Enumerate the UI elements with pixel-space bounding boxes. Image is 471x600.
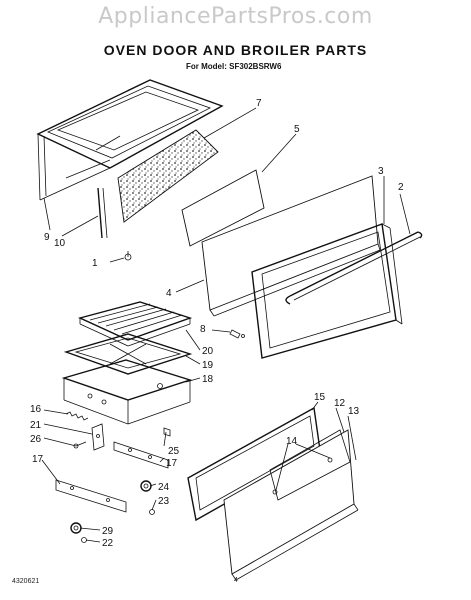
bracket: [91, 423, 105, 451]
door-hinge: [97, 187, 108, 239]
drawer-slide: [113, 441, 169, 469]
callout-15: 15: [314, 392, 326, 403]
callout-1: 1: [92, 258, 98, 269]
callout-14: 14: [286, 436, 298, 447]
drawer-slide: [55, 479, 127, 513]
spring: [65, 411, 89, 421]
screw: [149, 509, 155, 515]
broiler-door-outer: [223, 429, 359, 581]
callout-5: 5: [294, 124, 300, 135]
outer-door-panel: [201, 175, 381, 317]
broiler-grid: [77, 301, 193, 347]
broiler-door-trim: [269, 429, 351, 501]
callout-21: 21: [30, 420, 42, 431]
callout-18: 18: [202, 374, 214, 385]
callout-7: 7: [256, 98, 262, 109]
callout-9: 9: [44, 232, 50, 243]
callout-12: 12: [334, 398, 346, 409]
clip: [163, 427, 171, 437]
callout-25: 25: [168, 446, 180, 457]
callout-17b: 17: [166, 458, 178, 469]
callout-19: 19: [202, 360, 214, 371]
roller: [70, 522, 82, 534]
callout-13: 13: [348, 406, 360, 417]
callout-29: 29: [102, 526, 114, 537]
callout-16: 16: [30, 404, 42, 415]
inner-door-frame: [36, 79, 224, 201]
model-number: For Model: SF302BSRW6: [186, 62, 282, 71]
watermark: AppliancePartsPros.com: [98, 4, 373, 29]
roller: [140, 480, 152, 492]
callout-22: 22: [102, 538, 114, 549]
clip: [229, 329, 245, 339]
callout-8: 8: [200, 324, 206, 335]
callout-17a: 17: [32, 454, 44, 465]
door-glass: [181, 169, 265, 247]
callout-23: 23: [158, 496, 170, 507]
page-title: OVEN DOOR AND BROILER PARTS: [103, 42, 368, 58]
callout-24: 24: [158, 482, 170, 493]
callout-26: 26: [30, 434, 42, 445]
callout-2: 2: [398, 182, 404, 193]
outer-door-frame: [251, 223, 403, 359]
screw: [81, 537, 87, 543]
door-handle: [285, 231, 423, 305]
callout-10: 10: [54, 238, 66, 249]
callout-4: 4: [166, 288, 172, 299]
broiler-drawer: [61, 359, 193, 425]
callout-3: 3: [378, 166, 384, 177]
screw: [124, 251, 132, 261]
page-number: 4: [234, 577, 238, 584]
door-insulation: [117, 129, 219, 223]
callout-20: 20: [202, 346, 214, 357]
document-number: 4320621: [12, 578, 40, 585]
screw: [73, 441, 87, 449]
leader-lines: [41, 107, 411, 543]
broiler-pan: [63, 333, 193, 375]
